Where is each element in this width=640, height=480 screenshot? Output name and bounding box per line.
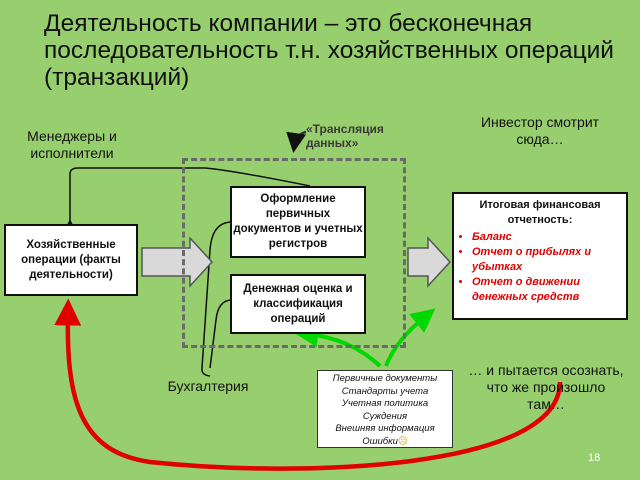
accounting-line-2 (209, 299, 233, 369)
financial-statements-box: Итоговая финансовая отчетность: Баланс О… (452, 192, 628, 320)
statements-list: Баланс Отчет о прибылях и убытках Отчет … (454, 230, 626, 305)
statements-item: Отчет о прибылях и убытках (472, 245, 626, 275)
block-arrow-right (407, 236, 452, 288)
rules-item: Стандарты учета (341, 385, 429, 397)
page-title: Деятельность компании – это бесконечная … (44, 10, 614, 91)
sad-face-icon: ☹ (397, 435, 408, 447)
feedback-arrow (54, 298, 563, 471)
rules-item: Внешняя информация (335, 423, 435, 434)
translation-pointer (286, 130, 307, 153)
translation-label: «Трансляция данных» (306, 122, 384, 150)
operations-box: Хозяйственные операции (факты деятельнос… (4, 224, 138, 296)
accounting-label: Бухгалтерия (167, 378, 249, 394)
rules-item: Учетная политика (341, 398, 429, 409)
statements-item: Баланс (472, 230, 626, 245)
green-arrow-2 (384, 308, 436, 367)
statements-heading: Итоговая финансовая отчетность: (479, 199, 601, 226)
green-arrow-1 (294, 323, 382, 368)
investor-label: Инвестор смотрит сюда… (480, 114, 600, 147)
managers-line (64, 167, 311, 231)
page-number: 18 (588, 452, 601, 464)
understand-label: … и пытается осознать, что же произошло … (468, 362, 624, 412)
rules-item: Суждения (362, 410, 408, 422)
managers-label: Менеджеры и исполнители (27, 128, 117, 161)
rules-item-errors: Ошибки☹ (362, 435, 408, 447)
rules-item: Первичные документы (332, 373, 438, 384)
block-arrow-left (141, 236, 214, 288)
documents-box: Оформление первичных документов и учетны… (230, 186, 366, 258)
accounting-line (201, 221, 233, 377)
valuation-box: Денежная оценка и классификация операций (230, 274, 366, 334)
rules-box: Первичные документы Стандарты учета Учет… (317, 370, 453, 448)
statements-item: Отчет о движении денежных средств (472, 275, 626, 305)
data-translation-frame (182, 158, 406, 348)
